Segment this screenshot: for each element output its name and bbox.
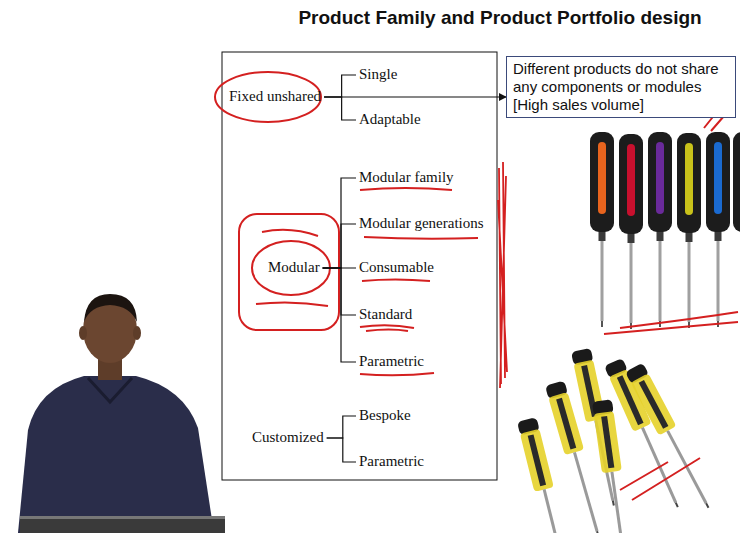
annotation-underline: [360, 373, 434, 375]
bracket-line: [324, 97, 356, 120]
bracket-line: [327, 416, 356, 438]
category-label: Modular generations: [356, 214, 487, 233]
screwdriver: [619, 134, 643, 329]
annotation-underline: [360, 188, 452, 190]
category-label: Consumable: [356, 258, 437, 277]
laptop: [20, 516, 225, 533]
category-text: Parametric: [359, 353, 424, 370]
annotation-ellipse: [215, 72, 321, 122]
category-label: Fixed unshared: [226, 87, 324, 106]
bracket-line: [324, 75, 356, 97]
category-text: Customized: [252, 429, 324, 446]
category-text: Adaptable: [359, 111, 421, 128]
annotation-stroke: [256, 302, 328, 306]
slide-title: Product Family and Product Portfolio des…: [262, 7, 738, 29]
laptop-edge: [20, 516, 225, 519]
bracket-line: [323, 178, 356, 268]
annotation-underline: [604, 312, 738, 334]
category-text: Consumable: [359, 259, 434, 276]
screwdriver: [733, 132, 740, 327]
screwdriver: [648, 132, 672, 327]
category-label: Bespoke: [356, 406, 414, 425]
bracket-line: [327, 438, 356, 462]
lecturer-collar: [88, 378, 132, 402]
category-text: Modular: [268, 259, 320, 276]
annotation-box: [239, 214, 339, 330]
annotation-underline: [360, 325, 414, 331]
lecturer-ear: [79, 326, 87, 340]
category-label: Standard: [356, 305, 415, 324]
lecturer-ear: [133, 326, 141, 340]
diagram-frame: [222, 52, 497, 480]
category-label: Modular family: [356, 168, 457, 187]
category-text: Modular family: [359, 169, 454, 186]
category-label: Parametric: [356, 352, 427, 371]
screwdriver: [706, 132, 730, 327]
annotation-stroke: [262, 230, 318, 236]
callout-text: Different products do not share any comp…: [513, 60, 729, 96]
callout-text: [High sales volume]: [513, 96, 729, 114]
screwdriver: [625, 363, 717, 513]
callout-box: Different products do not share any comp…: [506, 56, 736, 118]
category-label: Adaptable: [356, 110, 424, 129]
bracket-line: [323, 268, 356, 315]
category-text: Fixed unshared: [229, 88, 321, 105]
annotation-underline: [362, 280, 430, 282]
category-text: Parametric: [359, 453, 424, 470]
annotation-underline: [364, 237, 478, 239]
category-label: Single: [356, 65, 400, 84]
bracket-line: [323, 224, 356, 268]
arrow-connector: [324, 96, 506, 97]
screwdriver: [677, 133, 701, 328]
category-text: Standard: [359, 306, 412, 323]
category-label: Parametric: [356, 452, 427, 471]
bracket-line: [323, 268, 356, 362]
category-text: Bespoke: [359, 407, 411, 424]
lecturer-shirt: [18, 376, 214, 533]
category-label: Modular: [265, 258, 323, 277]
screwdriver: [592, 399, 634, 533]
screwdriver: [590, 132, 614, 327]
annotation-slash: [620, 458, 700, 500]
category-label: Customized: [249, 428, 327, 447]
annotation-scribble: [498, 162, 507, 388]
lecturer-hair: [84, 294, 137, 322]
category-text: Modular generations: [359, 215, 484, 232]
category-text: Single: [359, 66, 397, 83]
annotation-circle: [252, 241, 330, 295]
